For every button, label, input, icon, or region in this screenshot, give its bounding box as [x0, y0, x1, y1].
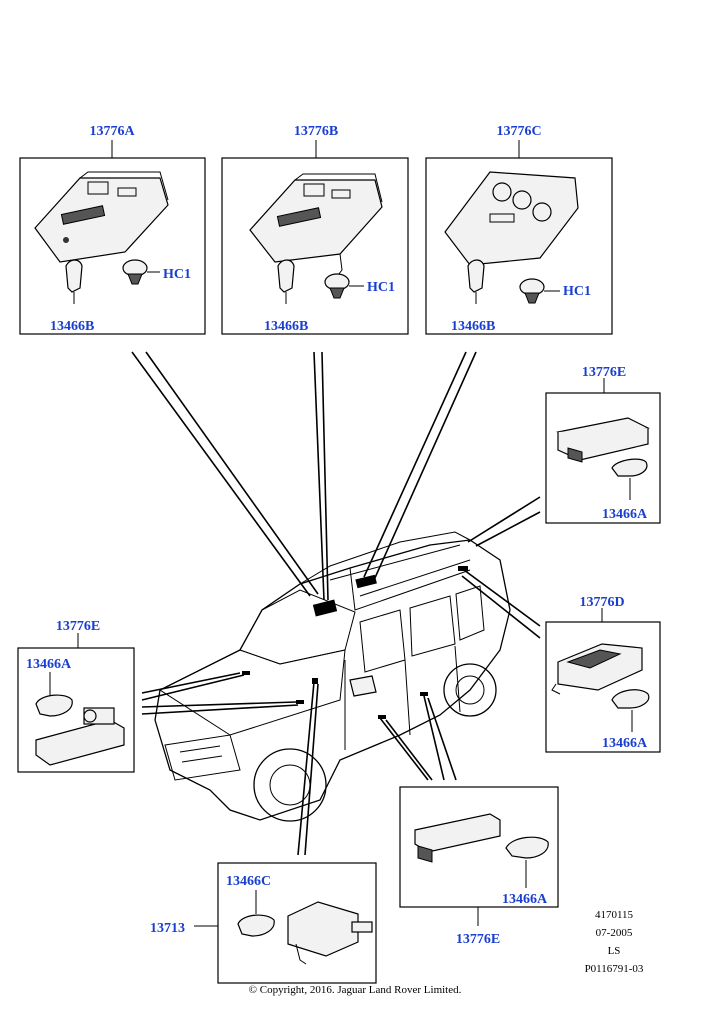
callout-hc1-box-c[interactable]: HC1	[563, 284, 591, 299]
callout-13776b-title[interactable]: 13776B	[294, 124, 338, 139]
bulb-13466b-c-part	[467, 259, 485, 304]
overhead-console-13776c-part	[444, 171, 579, 266]
callout-13466a-right-top[interactable]: 13466A	[602, 507, 648, 522]
callout-13466b-box-b[interactable]: 13466B	[264, 319, 308, 334]
callout-hc1-box-b[interactable]: HC1	[367, 280, 395, 295]
callout-13776c-title[interactable]: 13776C	[496, 124, 541, 139]
meta-line-4: P0116791-03	[585, 963, 644, 975]
box-13776e-left: 13776E 13466A	[17, 619, 135, 773]
callout-13466b-box-c[interactable]: 13466B	[451, 319, 495, 334]
meta-line-1: 4170115	[595, 909, 634, 921]
bulb-holder-hc1-part	[122, 259, 160, 285]
callout-13466a-bottom[interactable]: 13466A	[502, 892, 548, 907]
bulb-holder-hc1-b-part	[324, 273, 364, 299]
box-13776e-right: 13776E 13466A	[545, 365, 661, 524]
overhead-console-13776b-part	[249, 173, 383, 276]
box-13776b: 13776B 13466B HC1	[221, 124, 409, 335]
box-13776e-bottom: 13466A 13776E	[399, 786, 559, 947]
callout-13776e-left-title[interactable]: 13776E	[56, 619, 100, 634]
leader-lines	[131, 351, 541, 856]
meta-line-2: 07-2005	[596, 927, 633, 939]
bulb-13466a-right-top-part	[611, 458, 648, 500]
callout-13466c[interactable]: 13466C	[226, 874, 271, 889]
callout-13713[interactable]: 13713	[150, 921, 185, 936]
callout-hc1-box-a[interactable]: HC1	[163, 267, 191, 282]
box-13776a: 13776A 13466B HC1	[19, 124, 206, 335]
callout-13776e-right-title[interactable]: 13776E	[582, 365, 626, 380]
bulb-13466b-part	[65, 259, 83, 304]
door-lamp-13776e-part	[414, 813, 501, 863]
bulb-holder-hc1-c-part	[519, 278, 560, 304]
box-13713: 13466C 13713	[150, 862, 377, 984]
bulb-13466b-b-part	[277, 259, 295, 304]
bulb-13466a-left-part	[35, 672, 73, 717]
bulb-13466c-part	[237, 890, 275, 937]
vanity-lamp-13776d-part	[551, 643, 643, 695]
box-13776d: 13776D 13466A	[545, 595, 661, 753]
cargo-lamp-13776e-part	[556, 417, 650, 463]
copyright-text: © Copyright, 2016. Jaguar Land Rover Lim…	[249, 984, 462, 996]
vehicle-illustration	[154, 531, 511, 822]
meta-line-3: LS	[608, 945, 621, 957]
callout-13466a-left[interactable]: 13466A	[26, 657, 72, 672]
callout-13466b-box-a[interactable]: 13466B	[50, 319, 94, 334]
drawing-metadata: 4170115 07-2005 LS P0116791-03	[585, 909, 644, 975]
callout-13776d-title[interactable]: 13776D	[579, 595, 624, 610]
overhead-console-13776a-part	[34, 171, 169, 263]
box-13776c: 13776C 13466B HC1	[425, 124, 613, 335]
switch-13713-part	[287, 901, 373, 965]
footwell-lamp-13776e-part	[35, 707, 125, 766]
callout-13776a-title[interactable]: 13776A	[89, 124, 135, 139]
bulb-13466a-bottom-part	[505, 836, 549, 888]
callout-13776e-bottom-title[interactable]: 13776E	[456, 932, 500, 947]
bulb-13466a-right-mid-part	[611, 689, 650, 732]
callout-13466a-right-mid[interactable]: 13466A	[602, 736, 648, 751]
